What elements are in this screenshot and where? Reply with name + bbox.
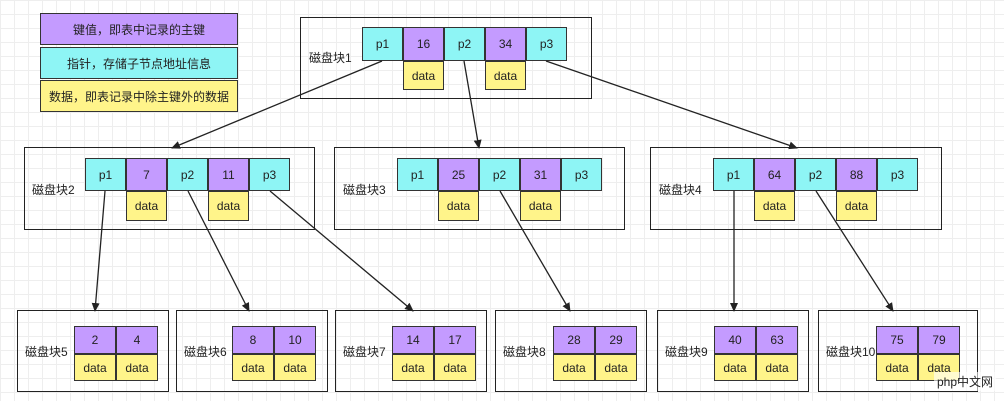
block4-data-2: data bbox=[836, 191, 877, 221]
arrow-block4-p2-to-block10 bbox=[815, 190, 894, 312]
block3-cell-p3: p3 bbox=[561, 158, 602, 191]
leaf9-key-2: 63 bbox=[756, 326, 798, 354]
block2-data-2: data bbox=[208, 191, 249, 221]
leaf6-key-2: 10 bbox=[274, 326, 316, 354]
block4-cell-p3: p3 bbox=[877, 158, 918, 191]
legend-data: 数据，即表记录中除主键外的数据 bbox=[40, 80, 238, 112]
leaf9-data-2: data bbox=[756, 354, 798, 381]
disk-block-8-label: 磁盘块8 bbox=[503, 345, 546, 359]
block2-cell-p3: p3 bbox=[249, 158, 290, 191]
disk-block-7-label: 磁盘块7 bbox=[343, 345, 386, 359]
disk-block-10-label: 磁盘块10 bbox=[826, 345, 876, 359]
arrow-root-p3-to-block4 bbox=[545, 60, 798, 150]
block2-cell-p1: p1 bbox=[85, 158, 126, 191]
leaf5-data-1: data bbox=[74, 354, 116, 381]
block3-cell-key-31: 31 bbox=[520, 158, 561, 191]
leaf7-data-2: data bbox=[434, 354, 476, 381]
legend-key: 键值，即表中记录的主键 bbox=[40, 13, 238, 45]
legend-pointer: 指针，存储子节点地址信息 bbox=[40, 47, 238, 79]
leaf9-data-1: data bbox=[714, 354, 756, 381]
root-cell-p3: p3 bbox=[526, 27, 567, 61]
disk-block-3-label: 磁盘块3 bbox=[343, 183, 386, 197]
disk-block-1-label: 磁盘块1 bbox=[309, 51, 352, 65]
leaf8-data-2: data bbox=[595, 354, 637, 381]
disk-block-8 bbox=[495, 310, 647, 392]
block2-data-1: data bbox=[126, 191, 167, 221]
arrow-block2-p1-to-block5 bbox=[91, 190, 106, 312]
disk-block-2-label: 磁盘块2 bbox=[32, 183, 75, 197]
arrow-block2-p2-to-block6 bbox=[187, 190, 250, 312]
leaf8-key-1: 28 bbox=[553, 326, 595, 354]
leaf6-key-1: 8 bbox=[232, 326, 274, 354]
leaf8-data-1: data bbox=[553, 354, 595, 381]
root-cell-key-34: 34 bbox=[485, 27, 526, 61]
leaf5-key-1: 2 bbox=[74, 326, 116, 354]
block4-cell-p2: p2 bbox=[795, 158, 836, 191]
legend-data-text: 数据，即表记录中除主键外的数据 bbox=[48, 89, 229, 104]
block4-data-1: data bbox=[754, 191, 795, 221]
legend-pointer-text: 指针，存储子节点地址信息 bbox=[66, 56, 211, 71]
root-cell-key-16: 16 bbox=[403, 27, 444, 61]
disk-block-10 bbox=[818, 310, 978, 392]
leaf10-key-1: 75 bbox=[876, 326, 918, 354]
block2-cell-p2: p2 bbox=[167, 158, 208, 191]
leaf5-key-2: 4 bbox=[116, 326, 158, 354]
leaf9-key-1: 40 bbox=[714, 326, 756, 354]
block3-cell-p1: p1 bbox=[397, 158, 438, 191]
block2-cell-key-11: 11 bbox=[208, 158, 249, 191]
leaf7-key-1: 14 bbox=[392, 326, 434, 354]
block2-cell-key-7: 7 bbox=[126, 158, 167, 191]
block4-cell-key-64: 64 bbox=[754, 158, 795, 191]
leaf10-data-1: data bbox=[876, 354, 918, 381]
leaf5-data-2: data bbox=[116, 354, 158, 381]
arrow-block2-p3-to-block7 bbox=[269, 190, 414, 312]
leaf7-key-2: 17 bbox=[434, 326, 476, 354]
disk-block-9-label: 磁盘块9 bbox=[665, 345, 708, 359]
leaf6-data-2: data bbox=[274, 354, 316, 381]
watermark: php中文网 bbox=[933, 372, 996, 391]
root-cell-p1: p1 bbox=[362, 27, 403, 61]
arrow-root-p2-to-block3 bbox=[463, 60, 482, 149]
legend-key-text: 键值，即表中记录的主键 bbox=[72, 22, 205, 37]
disk-block-6 bbox=[176, 310, 328, 392]
root-cell-p2: p2 bbox=[444, 27, 485, 61]
disk-block-1 bbox=[300, 17, 592, 99]
block4-cell-p1: p1 bbox=[713, 158, 754, 191]
block3-data-2: data bbox=[520, 191, 561, 221]
arrow-root-p1-to-block2 bbox=[171, 60, 383, 149]
leaf10-key-2: 79 bbox=[918, 326, 960, 354]
block3-cell-key-25: 25 bbox=[438, 158, 479, 191]
leaf7-data-1: data bbox=[392, 354, 434, 381]
root-data-1: data bbox=[403, 61, 444, 90]
disk-block-2 bbox=[24, 147, 315, 230]
disk-block-6-label: 磁盘块6 bbox=[184, 345, 227, 359]
disk-block-5-label: 磁盘块5 bbox=[25, 345, 68, 359]
block4-cell-key-88: 88 bbox=[836, 158, 877, 191]
leaf6-data-1: data bbox=[232, 354, 274, 381]
block3-data-1: data bbox=[438, 191, 479, 221]
disk-block-4-label: 磁盘块4 bbox=[659, 183, 702, 197]
root-data-2: data bbox=[485, 61, 526, 90]
leaf8-key-2: 29 bbox=[595, 326, 637, 354]
block3-cell-p2: p2 bbox=[479, 158, 520, 191]
arrow-block3-p2-to-block8 bbox=[499, 190, 571, 312]
